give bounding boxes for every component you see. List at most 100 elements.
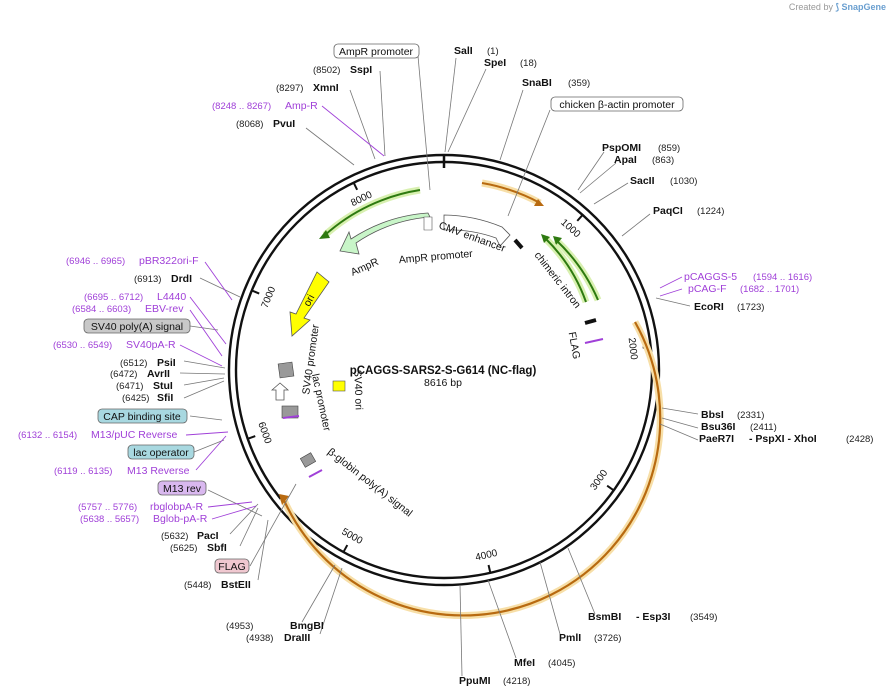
green-arc2-arrowhead [541, 234, 550, 243]
globin-primer-mark [308, 469, 323, 478]
enzyme-bsu36i[interactable]: Bsu36I [701, 421, 736, 433]
enzyme-labels: SalI (1) SpeI (18) SnaBI (359) PspOMI (8… [110, 45, 873, 687]
primer-rbglobpa[interactable]: rbglobpA-R [150, 501, 204, 513]
enzyme-paci-pos: (5632) [161, 531, 188, 542]
tick-mark-8000 [352, 182, 359, 191]
tick-label-2000: 2000 [626, 337, 639, 361]
enzyme-xmni-pos: (8297) [276, 83, 303, 94]
label-ori: ori [301, 293, 317, 309]
primer-pbr322ori[interactable]: pBR322ori-F [139, 255, 199, 267]
primer-m13rev[interactable]: M13 Reverse [127, 465, 190, 477]
box-sv40-polya[interactable] [83, 318, 191, 334]
plasmid-length: 8616 bp [424, 377, 462, 389]
enzyme-draiii[interactable]: DraIII [284, 632, 310, 644]
primer-pbr322ori-range: (6946 .. 6965) [66, 256, 125, 267]
primer-m13puc[interactable]: M13/pUC Reverse [91, 429, 178, 441]
box-lac-operator[interactable] [127, 444, 195, 460]
enzyme-pvui[interactable]: PvuI [273, 118, 295, 130]
box-m13-rev-text: M13 rev [163, 483, 202, 495]
primer-l4440[interactable]: L4440 [157, 291, 186, 303]
enzyme-paci[interactable]: PacI [197, 530, 219, 542]
box-flag[interactable] [214, 558, 250, 574]
enzyme-leader-lines [179, 55, 699, 677]
box-chicken-actin[interactable] [550, 96, 684, 112]
label-globin-polya: β-globin poly(A) signal [325, 446, 414, 520]
enzyme-spei[interactable]: SpeI [484, 57, 506, 69]
enzyme-pspxi-xhoi[interactable]: - PspXI - XhoI [749, 433, 817, 445]
enzyme-psii[interactable]: PsiI [157, 357, 176, 369]
box-m13-rev[interactable] [157, 480, 207, 496]
enzyme-apai[interactable]: ApaI [614, 154, 637, 166]
green-arc1 [555, 239, 599, 301]
enzyme-mfei-pos: (4045) [548, 658, 575, 669]
primer-labels: pCAGGS-5 (1594 .. 1616) pCAG-F (1682 .. … [18, 100, 812, 525]
enzyme-sali[interactable]: SalI [454, 45, 473, 57]
enzyme-bsmbi[interactable]: BsmBI [588, 611, 621, 623]
lac-promoter-feature [270, 382, 290, 401]
box-flag-text: FLAG [218, 561, 245, 573]
enzyme-ecori[interactable]: EcoRI [694, 301, 724, 313]
primer-leader-lines [179, 105, 683, 520]
enzyme-avrii[interactable]: AvrII [147, 368, 170, 380]
enzyme-bbsi[interactable]: BbsI [701, 409, 724, 421]
enzyme-sspi[interactable]: SspI [350, 64, 372, 76]
enzyme-sacii[interactable]: SacII [630, 175, 655, 187]
plasmid-name: pCAGGS-SARS2-S-G614 (NC-flag) [350, 365, 537, 377]
label-flag-inner: FLAG [566, 331, 583, 360]
enzyme-sbfi[interactable]: SbfI [207, 542, 227, 554]
enzyme-bsteii[interactable]: BstEII [221, 579, 251, 591]
cmv-enhancer-feature [443, 214, 511, 247]
snapgene-logo: ⟆ SnapGene [835, 2, 886, 12]
enzyme-spei-pos: (18) [520, 58, 537, 69]
enzyme-esp3i[interactable]: - Esp3I [636, 611, 671, 623]
tick-label-6000: 6000 [255, 421, 273, 446]
primer-sv40pa[interactable]: SV40pA-R [126, 339, 176, 351]
primer-sv40pa-range: (6530 .. 6549) [53, 340, 112, 351]
enzyme-drdi[interactable]: DrdI [171, 273, 192, 285]
enzyme-bmgbi[interactable]: BmgBI [290, 620, 324, 632]
enzyme-ppumi[interactable]: PpuMI [459, 675, 491, 687]
m13-primer-mark [282, 415, 300, 419]
orf-small-highlight [481, 179, 542, 207]
tick-label-3000: 3000 [588, 468, 610, 493]
enzyme-bsu36i-pos: (2411) [750, 422, 777, 433]
label-lac-promoter: lac promoter [309, 373, 333, 433]
enzyme-psii-pos: (6512) [120, 358, 147, 369]
snapgene-credit: Created by ⟆ SnapGene [789, 2, 886, 13]
enzyme-bsteii-pos: (5448) [184, 580, 211, 591]
enzyme-ecori-pos: (1723) [737, 302, 764, 313]
tick-label-5000: 5000 [339, 527, 364, 548]
enzyme-pspomi[interactable]: PspOMI [602, 142, 641, 154]
box-chicken-actin-text: chicken β-actin promoter [559, 99, 675, 111]
enzyme-snabi[interactable]: SnaBI [522, 77, 552, 89]
primer-m13puc-range: (6132 .. 6154) [18, 430, 77, 441]
primer-pcagf[interactable]: pCAG-F [688, 283, 727, 295]
boxed-labels: AmpR promoter chicken β-actin promoter S… [83, 43, 684, 574]
enzyme-sfii[interactable]: SfiI [157, 392, 173, 404]
primer-bglobpa[interactable]: Bglob-pA-R [153, 513, 208, 525]
tick-mark-4000 [487, 564, 492, 573]
ampr-feature [339, 212, 431, 255]
primer-pcaggs5-range: (1594 .. 1616) [753, 272, 812, 283]
enzyme-pmli[interactable]: PmlI [559, 632, 581, 644]
enzyme-mfei[interactable]: MfeI [514, 657, 535, 669]
flag-marker [584, 318, 597, 325]
enzyme-paer7i[interactable]: PaeR7I [699, 433, 734, 445]
primer-ampr[interactable]: Amp-R [285, 100, 318, 112]
green-arc1-arrowhead [553, 236, 562, 245]
box-ampr-promoter[interactable] [333, 43, 420, 59]
tick-mark-3000 [606, 484, 615, 492]
primer-ampr-range: (8248 .. 8267) [212, 101, 271, 112]
credit-brand: SnapGene [841, 2, 886, 12]
primer-pcaggs5[interactable]: pCAGGS-5 [684, 271, 737, 283]
label-ampr-promoter: AmpR promoter [398, 248, 473, 266]
enzyme-stui-pos: (6471) [116, 381, 143, 392]
primer-ebv-rev[interactable]: EBV-rev [145, 303, 184, 315]
box-cap-binding[interactable] [97, 408, 188, 424]
enzyme-bsmbi-pos: (3549) [690, 612, 717, 623]
enzyme-xmni[interactable]: XmnI [313, 82, 339, 94]
enzyme-stui[interactable]: StuI [153, 380, 173, 392]
primer-pcagf-range: (1682 .. 1701) [740, 284, 799, 295]
enzyme-paqci[interactable]: PaqCI [653, 205, 683, 217]
enzyme-drdi-pos: (6913) [134, 274, 161, 285]
